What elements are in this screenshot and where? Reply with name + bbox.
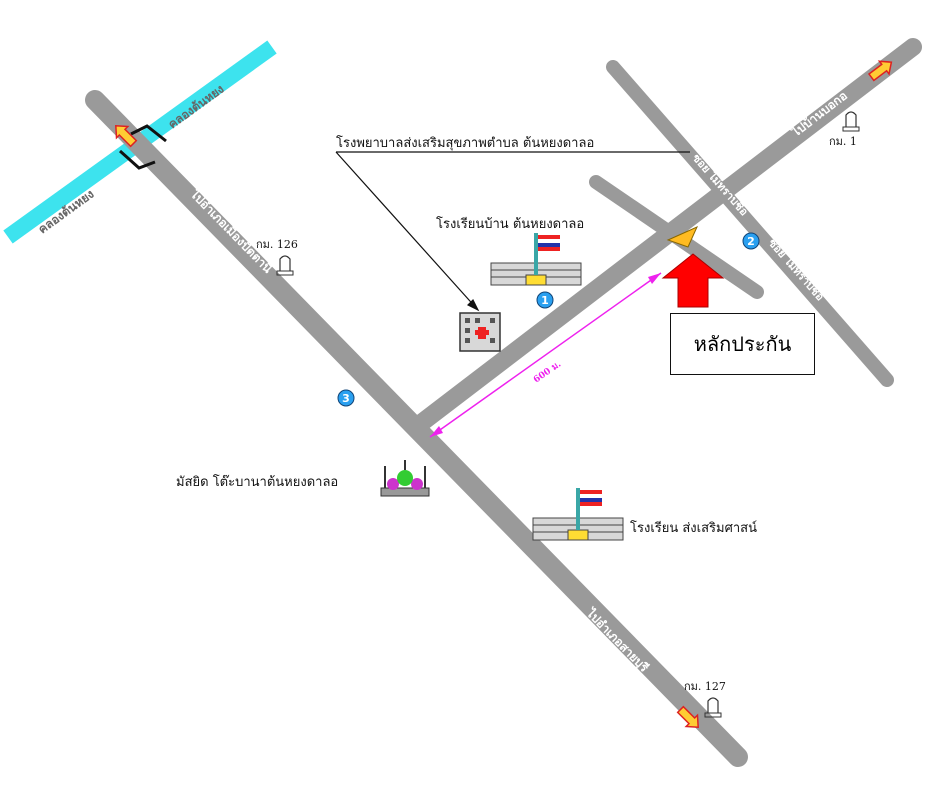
badge-3-number: 3 <box>342 392 350 405</box>
soi-right-label: ซอย ไม่ทราบชื่อ <box>766 235 828 303</box>
benchmark-label-box: หลักประกัน <box>670 313 815 375</box>
soi-right <box>606 60 894 387</box>
distance-label: 600 ม. <box>532 359 563 385</box>
km-marker-1-icon <box>842 111 860 132</box>
badge-3-icon <box>337 389 355 407</box>
to-sai-buri-label: ไปอำเภอสายบุรี <box>582 604 653 676</box>
health-center-callout <box>335 151 690 312</box>
badge-2-icon <box>742 232 760 250</box>
to-bo-ko-label: ไปบ้านบอกอ <box>787 88 850 141</box>
direction-arrow-bo-ko <box>867 60 893 82</box>
direction-arrow-mueang <box>115 125 138 148</box>
school-song-label: โรงเรียน ส่งเสริมศาสน์ <box>630 520 757 536</box>
km-1-label: กม. 1 <box>829 135 857 148</box>
hospital-icon <box>459 312 501 352</box>
school-ban-label: โรงเรียนบ้าน ต้นหยงดาลอ <box>436 216 584 232</box>
mosque-icon <box>380 460 430 497</box>
benchmark-label: หลักประกัน <box>693 332 792 356</box>
km-126-label: กม. 126 <box>256 238 298 251</box>
canal-label-top: คลองต้นหยง <box>166 82 227 132</box>
badge-1-number: 1 <box>541 294 549 307</box>
mosque-label: มัสยิด โต๊ะบานาต้นหยงดาลอ <box>176 474 338 490</box>
km-marker-126-icon <box>276 255 294 276</box>
distance-line <box>429 272 662 438</box>
target-location-icon <box>666 226 698 248</box>
school-song-flag-icon <box>531 486 625 542</box>
direction-arrow-sai-buri <box>676 705 699 728</box>
badge-1-icon <box>536 291 554 309</box>
school-ban-flag-icon <box>489 231 583 287</box>
to-mueang-pattani-label: ไปอำเภอเมืองปัตตานี <box>186 185 276 276</box>
km-127-label: กม. 127 <box>684 680 726 693</box>
badge-2-number: 2 <box>747 235 755 248</box>
bridge-icon <box>118 124 167 170</box>
health-center-label: โรงพยาบาลส่งเสริมสุขภาพตำบล ต้นหยงดาลอ <box>336 135 594 151</box>
marker-arrow-icon <box>661 253 725 308</box>
branch-road-label: ถนน สายบ้านต้นหยงดาลอ - บ้านบอกอ ( ทล. 4… <box>422 216 636 384</box>
